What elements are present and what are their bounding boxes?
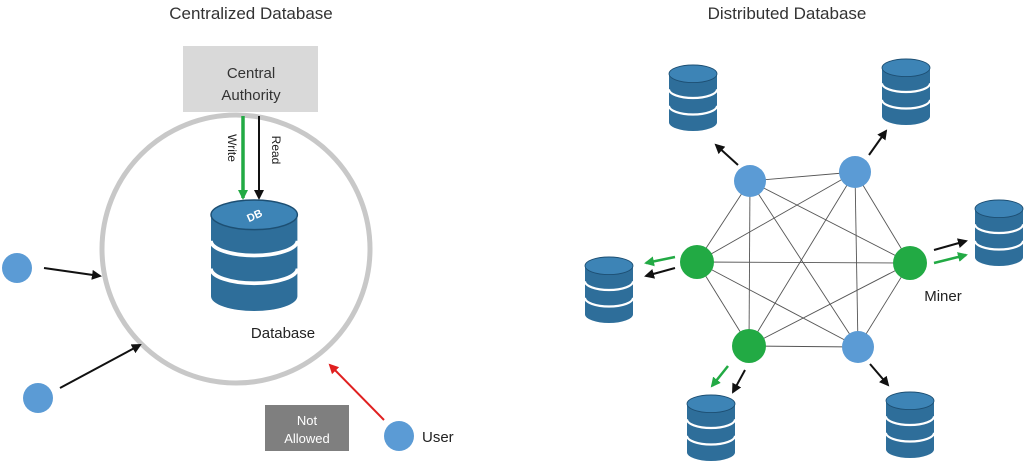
not-allowed-box — [265, 405, 349, 451]
centralized-title: Centralized Database — [169, 4, 332, 23]
database-label: Database — [251, 325, 315, 342]
database-icon-bottom-right — [884, 390, 936, 460]
database-icon-bottom-left — [685, 393, 737, 463]
user-node-bottom-left — [23, 383, 53, 413]
central-authority-label-line2: Authority — [221, 87, 281, 104]
arrow-to-db-bottom-left-read — [732, 369, 746, 394]
miner-node-left — [680, 245, 714, 279]
arrow-to-db-top-left — [714, 143, 739, 166]
write-label: Write — [225, 134, 239, 162]
peer-node-top-left — [734, 165, 766, 197]
arrow-to-db-bottom-left-write — [710, 365, 729, 388]
database-icon-left — [583, 255, 635, 325]
central-database-icon: DB — [209, 198, 300, 313]
central-boundary-circle — [99, 112, 373, 386]
user-access-arrow-left — [43, 267, 102, 280]
arrow-to-db-bottom-right — [869, 363, 890, 387]
distributed-title: Distributed Database — [708, 4, 867, 23]
miner-node-bottom-left — [732, 329, 766, 363]
peer-mesh-links — [696, 171, 911, 348]
not-allowed-line1: Not — [297, 413, 318, 428]
peer-node-bottom-right — [842, 331, 874, 363]
miner-node-right — [893, 246, 927, 280]
database-icon-top-right — [880, 57, 932, 127]
blocked-access-arrow — [328, 363, 385, 421]
database-icon-right — [973, 198, 1025, 268]
database-icon-top-left — [667, 63, 719, 133]
arrow-to-db-top-right — [868, 129, 888, 156]
peer-node-top-right — [839, 156, 871, 188]
miner-label: Miner — [924, 288, 962, 305]
user-label: User — [422, 429, 454, 446]
user-node-blocked — [384, 421, 414, 451]
central-authority-box — [183, 46, 318, 112]
user-node-left — [2, 253, 32, 283]
central-authority-label-line1: Central — [227, 65, 275, 82]
arrow-to-db-left-write — [644, 255, 676, 267]
arrow-to-db-right-read — [933, 238, 968, 251]
user-access-arrow-bottom — [59, 344, 142, 389]
not-allowed-line2: Allowed — [284, 431, 330, 446]
arrow-to-db-right-write — [933, 252, 968, 265]
read-label: Read — [269, 136, 283, 165]
arrow-to-db-left-read — [644, 267, 676, 279]
